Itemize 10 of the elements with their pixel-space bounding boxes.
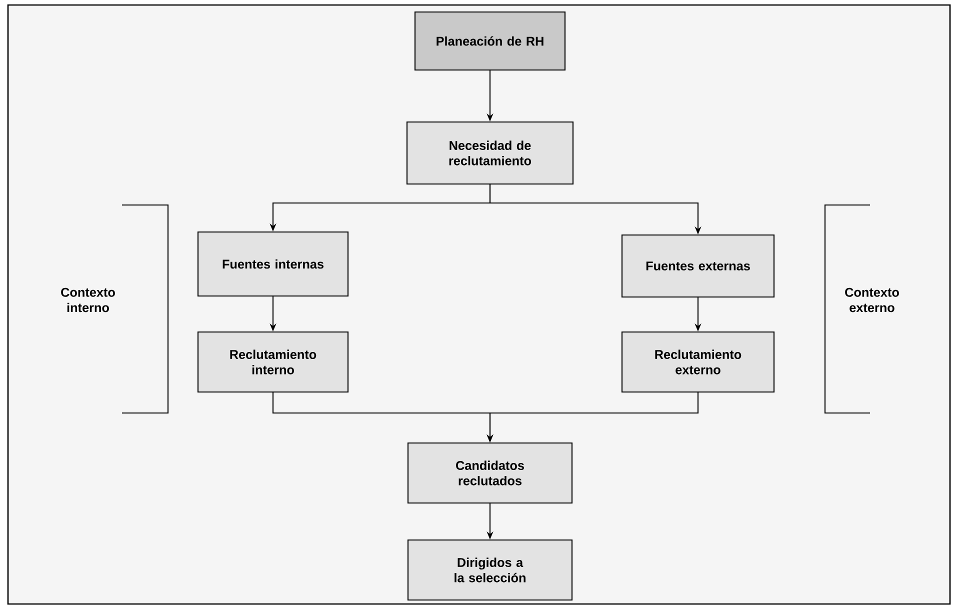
process-box: Candidatos reclutados	[407, 442, 573, 504]
process-box: Necesidad de reclutamiento	[406, 121, 574, 185]
process-box: Reclutamiento interno	[197, 331, 349, 393]
context-label: Contexto interno	[61, 288, 115, 312]
process-box: Dirigidos a la selección	[407, 539, 573, 601]
process-box: Reclutamiento externo	[621, 331, 775, 393]
process-box: Fuentes internas	[197, 231, 349, 297]
context-label: Contexto externo	[845, 288, 899, 312]
process-box: Planeación de RH	[414, 11, 566, 71]
process-box: Fuentes externas	[621, 234, 775, 298]
